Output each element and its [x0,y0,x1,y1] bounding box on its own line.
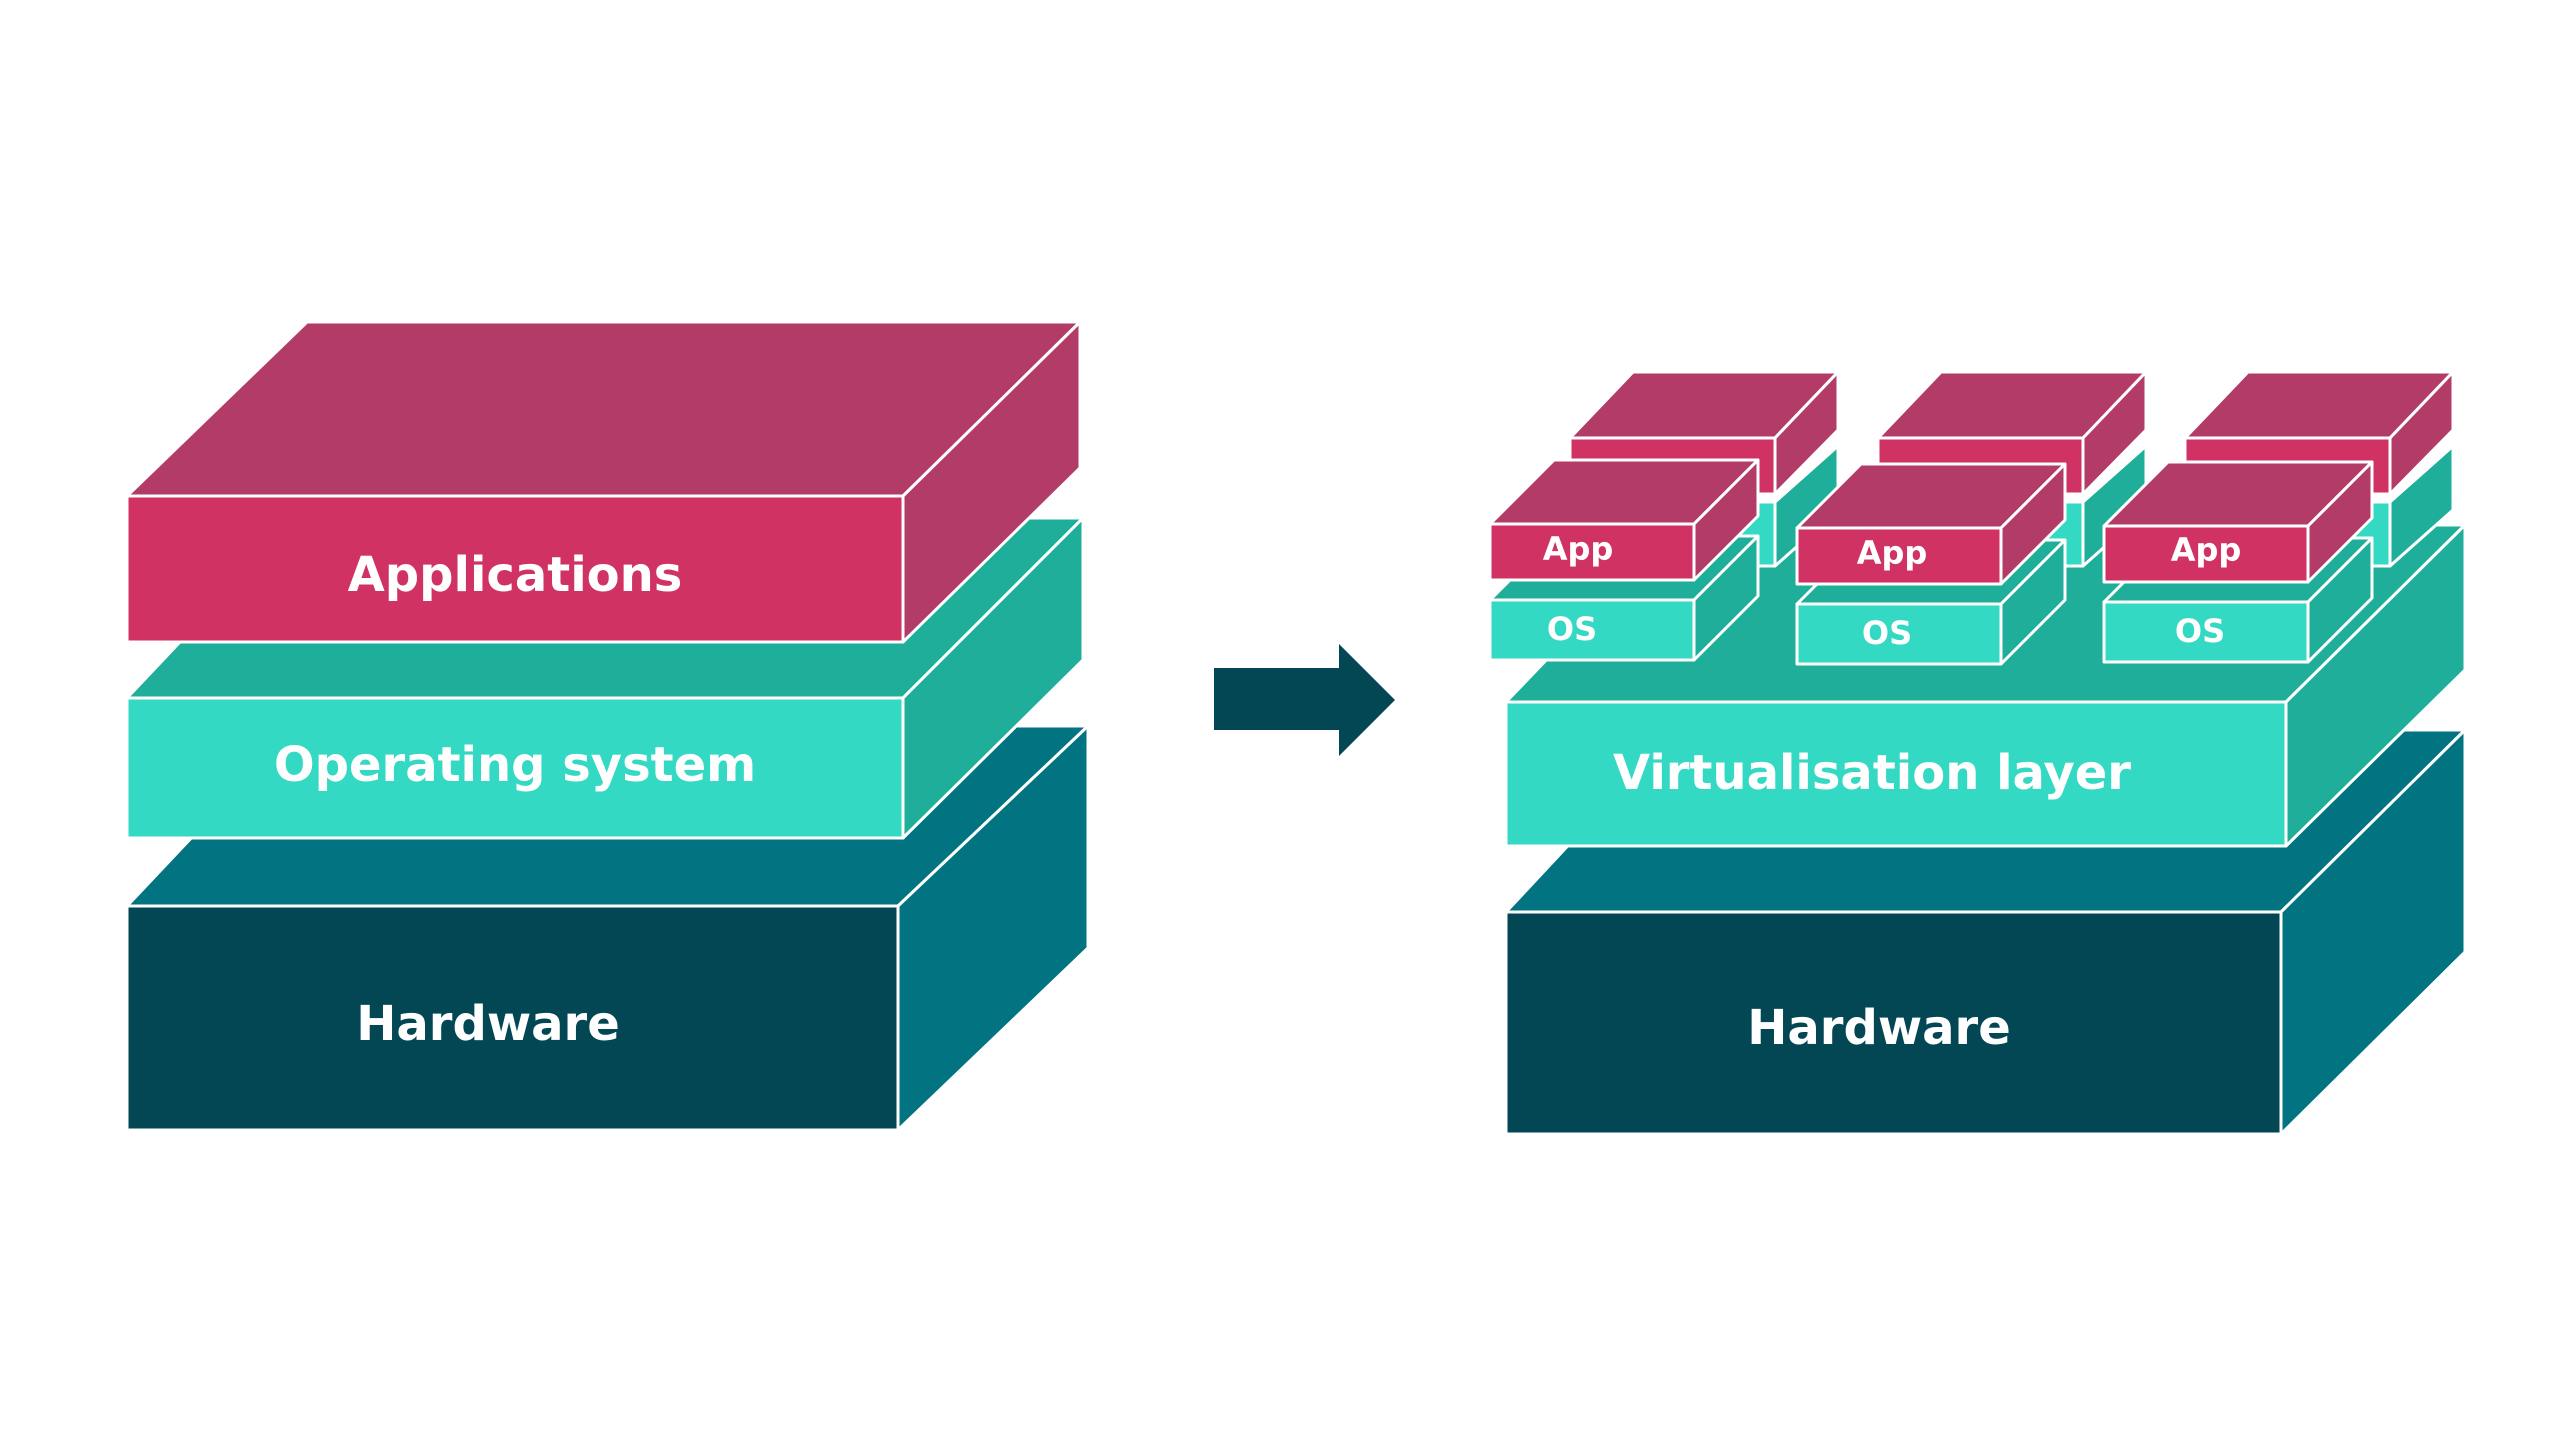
right-virtualisation-front [1504,700,2288,848]
vm-2-app-front [1795,526,2003,586]
right-stack: Hardware Virtualisation layer [1488,370,2467,1136]
left-os-label: Operating system [274,737,756,793]
right-hardware-label: Hardware [1747,1000,2011,1056]
vm-2: OS App [1795,462,2067,666]
left-hardware-front [125,904,900,1132]
vm-1-app-label: App [1543,530,1614,568]
vm-1-os-label: OS [1547,610,1597,648]
vm-3: OS App [2102,460,2374,664]
vm-1-os-front [1488,598,1696,662]
right-arrow-icon [1214,644,1395,756]
vm-1: OS App [1488,458,1760,662]
vm-3-app-label: App [2171,531,2242,569]
right-virtualisation-label: Virtualisation layer [1613,745,2131,801]
vm-3-app-front [2102,524,2310,584]
left-hardware-label: Hardware [356,996,620,1052]
vm-3-os-label: OS [2175,612,2225,650]
left-applications-label: Applications [348,547,683,603]
right-hardware-front [1504,910,2283,1136]
left-applications-block: Applications [125,320,1082,644]
left-os-front [125,696,905,840]
left-stack: Hardware Operating system Applications [125,320,1090,1132]
vm-2-os-front [1795,602,2003,666]
vm-2-os-label: OS [1862,614,1912,652]
vm-3-os-front [2102,600,2310,664]
vm-2-app-label: App [1857,534,1928,572]
left-applications-front [125,494,905,644]
vm-1-app-front [1488,522,1696,582]
